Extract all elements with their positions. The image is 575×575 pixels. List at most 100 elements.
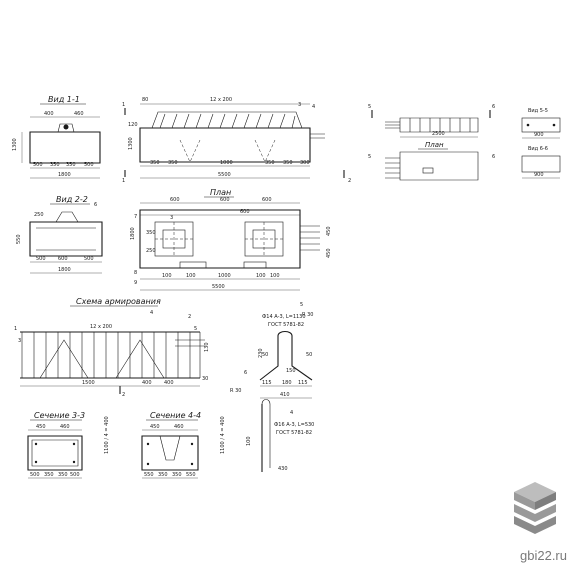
hook-bend <box>261 399 271 468</box>
dim-label: 430 <box>278 466 288 472</box>
dim-label: 600 <box>58 256 68 262</box>
rebar-outlet <box>300 225 320 251</box>
dim-label: 900 <box>534 172 544 178</box>
dim-label: 460 <box>74 111 84 117</box>
rebar-point <box>34 442 38 446</box>
longitudinal-bars <box>20 331 200 379</box>
dim-label: 550 <box>186 472 196 478</box>
rebar-point <box>552 123 556 127</box>
cavity-profile <box>159 435 181 461</box>
embedded-plate <box>422 167 434 174</box>
dim-label: 500 <box>70 472 80 478</box>
outlet-bars <box>175 339 205 347</box>
dim-label: 400 <box>164 380 174 386</box>
stirrup-lines <box>159 113 296 129</box>
dim-label: 80 <box>142 97 148 103</box>
inclined-bars <box>39 339 165 379</box>
position-mark: 4 <box>312 104 315 110</box>
block-outline <box>29 221 103 257</box>
rebar-lines <box>36 227 96 251</box>
rebar-point <box>190 462 194 466</box>
section-mark: 6 <box>492 154 495 160</box>
view-5-6: 5 6 2500 План 5 6 <box>368 104 495 181</box>
section-4-4: Сечение 4-4 450 460 1100 / 4 = 400 550 3… <box>141 411 226 479</box>
section-mark: 6 <box>492 104 495 110</box>
dim-label: 100 <box>256 273 266 279</box>
dim-label: 600 <box>262 197 272 203</box>
dim-label: 450 <box>36 424 46 430</box>
section-3-3-title: Сечение 3-3 <box>34 411 85 420</box>
dim-label: 150 <box>286 368 296 374</box>
dim-label: 120 <box>128 122 138 128</box>
dim-label: 1300 <box>12 138 18 151</box>
dim-label: 350 <box>58 472 68 478</box>
stirrup-outline <box>31 439 79 467</box>
position-mark: 1 <box>14 326 17 332</box>
dim-label: 460 <box>174 424 184 430</box>
view-2-2-title: Вид 2-2 <box>56 195 88 204</box>
rebar-point <box>190 442 194 446</box>
dim-label: 250 <box>34 212 44 218</box>
block-outline <box>139 127 311 163</box>
reinforcement-scheme: Схема армирования 1 3 4 2 5 12 x 200 130… <box>14 297 210 398</box>
position-mark: 5 <box>300 302 303 308</box>
dim-label: 1100 / 4 = 400 <box>104 416 110 454</box>
dim-label: 350 <box>283 160 293 166</box>
view-2-2: Вид 2-2 6 250 550 500 600 500 1800 <box>16 195 103 274</box>
dim-label: 350 <box>44 472 54 478</box>
plan-outline <box>139 209 301 269</box>
brand-watermark[interactable]: gbi22.ru <box>520 548 567 563</box>
dim-label: 500 <box>30 472 40 478</box>
dim-label: 5500 <box>212 284 225 290</box>
bar-standard: ГОСТ 5781-82 <box>268 322 304 328</box>
position-mark: 4 <box>290 410 293 416</box>
dim-label: 180 <box>282 380 292 386</box>
rebar-outlet <box>385 157 400 179</box>
reinforcement-scheme-title: Схема армирования <box>76 297 161 306</box>
plan-title: План <box>210 188 231 197</box>
dim-label: 450 <box>326 226 332 236</box>
end-bars <box>21 332 201 378</box>
front-view: 1 1 80 12 x 200 3 4 120 1300 350 350 100… <box>122 97 351 184</box>
rebar-spacing: 12 x 200 <box>90 324 112 330</box>
bar-spec: Ф14 А-3, L=1130 <box>262 314 306 320</box>
position-mark: 2 <box>122 392 125 398</box>
dim-label: 460 <box>60 424 70 430</box>
rebar-spacing: 12 x 200 <box>210 97 232 103</box>
view-6-6: Вид 6-6 900 <box>521 146 561 179</box>
bar-standard: ГОСТ 5781-82 <box>276 430 312 436</box>
dim-label: 115 <box>298 380 308 386</box>
cavity-hidden-lines <box>179 139 276 163</box>
dim-label: 250 <box>146 248 156 254</box>
rebar-outlet <box>385 121 400 129</box>
position-mark: 6 <box>94 202 97 208</box>
dim-label: 1100 / 4 = 400 <box>220 416 226 454</box>
section-outline <box>521 155 561 173</box>
rebar-point <box>146 462 150 466</box>
dim-label: 500 <box>33 162 43 168</box>
position-mark: 6 <box>244 370 247 376</box>
bar-spec: Ф16 А-3, L=530 <box>274 422 314 428</box>
stirrups <box>33 332 191 378</box>
position-mark: 8 <box>134 270 137 276</box>
dim-label: 900 <box>534 132 544 138</box>
dim-label: 100 <box>246 436 252 446</box>
dim-label: 1300 <box>128 137 134 150</box>
radius-label: R 30 <box>302 312 313 318</box>
dim-label: 450 <box>326 248 332 258</box>
dim-label: 350 <box>172 472 182 478</box>
dim-label: 115 <box>262 380 272 386</box>
section-3-3: Сечение 3-3 450 460 1100 / 4 = 400 500 3… <box>27 411 110 479</box>
dim-label: 600 <box>220 197 230 203</box>
dim-label: 1000 <box>218 273 231 279</box>
view-5-5: Вид 5-5 900 <box>521 108 561 139</box>
dim-label: 350 <box>158 472 168 478</box>
dim-label: 1500 <box>82 380 95 386</box>
dim-label: 100 <box>162 273 172 279</box>
dim-label: 350 <box>168 160 178 166</box>
dim-label: 1000 <box>220 160 233 166</box>
dim-label: 350 <box>150 160 160 166</box>
position-mark: 3 <box>18 338 21 344</box>
position-mark: 4 <box>150 310 153 316</box>
rebar-point <box>34 460 38 464</box>
